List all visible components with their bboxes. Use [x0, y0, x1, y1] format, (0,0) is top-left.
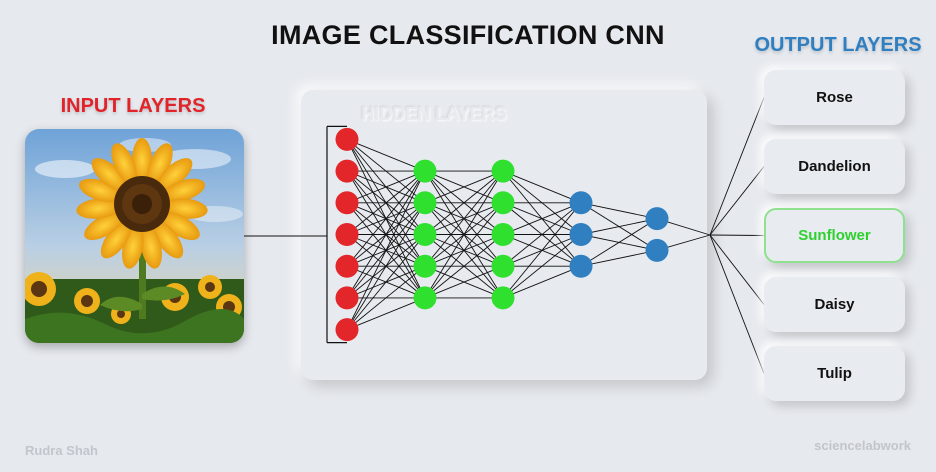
- connection-line: [424, 265, 504, 299]
- connection-line: [346, 202, 426, 330]
- connection-line: [502, 202, 582, 299]
- connection-line: [424, 170, 504, 235]
- connection-line: [346, 170, 426, 299]
- neuron-layer-3: [491, 254, 515, 278]
- neuron-layer-2: [413, 159, 437, 183]
- neuron-layer-1: [335, 318, 359, 342]
- connection-line: [424, 202, 504, 299]
- neuron-layer-5: [645, 238, 669, 262]
- sunflower-photo: [25, 129, 244, 343]
- neuron-layer-2: [413, 223, 437, 246]
- connection-line: [346, 170, 426, 330]
- neuron-layer-3: [491, 223, 515, 246]
- output-connector-line: [709, 166, 765, 236]
- connection-line: [580, 218, 658, 235]
- neuron-layer-1: [335, 159, 359, 183]
- neuron-layer-1: [335, 286, 359, 310]
- neuron-layer-3: [491, 159, 515, 183]
- connection-line: [346, 170, 426, 267]
- connection-line: [346, 234, 426, 330]
- output-connector-line: [709, 234, 765, 305]
- output-connector-line: [709, 234, 765, 236]
- connection-line: [346, 265, 426, 330]
- connection-line: [346, 170, 426, 235]
- output-class-daisy: Daisy: [764, 277, 905, 332]
- connection-line: [580, 218, 658, 267]
- neuron-layer-2: [413, 254, 437, 278]
- neuron-layer-4: [569, 254, 593, 278]
- input-layers-title: INPUT LAYERS: [60, 95, 206, 117]
- connection-line: [424, 170, 504, 267]
- connection-line: [424, 170, 504, 299]
- neuron-layer-1: [335, 254, 359, 278]
- neuron-layer-2: [413, 286, 437, 310]
- connection-line: [424, 234, 504, 299]
- neuron-layer-1: [335, 223, 359, 246]
- output-layers-title: OUTPUT LAYERS: [754, 34, 922, 56]
- connection-line: [580, 202, 658, 220]
- neuron-layer-1: [335, 127, 359, 151]
- connection-line: [346, 297, 426, 331]
- neuron-layer-1: [335, 191, 359, 215]
- output-class-dandelion: Dandelion: [764, 139, 905, 194]
- site-credit: sciencelabwork: [814, 438, 911, 453]
- connection-line: [424, 170, 504, 204]
- output-class-sunflower: Sunflower: [764, 208, 905, 263]
- neuron-layer-4: [569, 191, 593, 215]
- connection-line: [346, 170, 426, 204]
- connection-line: [502, 202, 582, 235]
- neuron-layer-4: [569, 223, 593, 246]
- connection-line: [502, 170, 582, 204]
- neuron-layer-3: [491, 191, 515, 215]
- hidden-layers-title: HIDDEN LAYERS: [361, 104, 507, 124]
- neuron-layer-5: [645, 207, 669, 231]
- output-connector-line: [709, 234, 765, 374]
- page-title: IMAGE CLASSIFICATION CNN: [271, 20, 665, 50]
- connection-line: [502, 265, 582, 299]
- neuron-layer-3: [491, 286, 515, 310]
- output-class-rose: Rose: [764, 70, 905, 125]
- connection-line: [346, 138, 426, 172]
- connection-line: [502, 234, 582, 299]
- author-credit: Rudra Shah: [25, 443, 98, 458]
- neuron-layer-2: [413, 191, 437, 215]
- connection-line: [580, 249, 658, 267]
- connection-line: [502, 202, 582, 267]
- output-connector-line: [709, 97, 765, 236]
- output-class-tulip: Tulip: [764, 346, 905, 401]
